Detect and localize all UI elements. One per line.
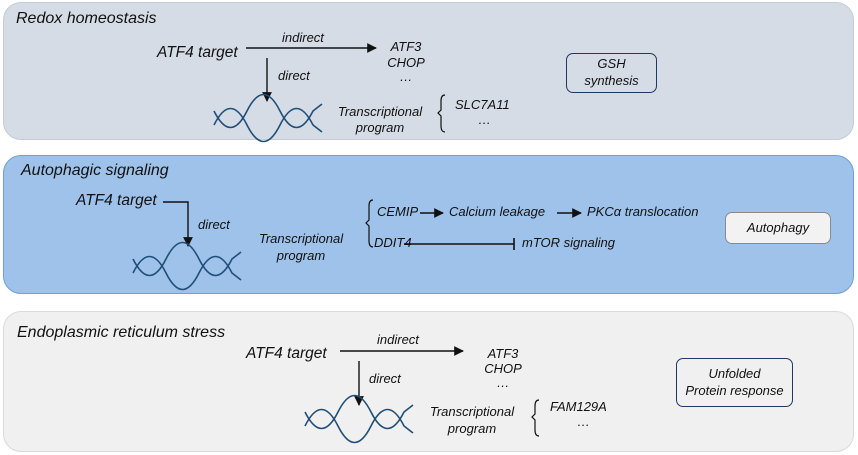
- outcome-line1: GSH: [597, 56, 626, 72]
- program-label-line1: Transcriptional: [258, 231, 344, 246]
- panel-title: Redox homeostasis: [16, 10, 157, 27]
- program-gene-fam129a: FAM129A: [550, 399, 607, 414]
- atf4-target-label: ATF4 target: [157, 44, 238, 61]
- indirect-label: indirect: [282, 30, 324, 45]
- mtor-signaling-label: mTOR signaling: [522, 235, 615, 250]
- program-bracket-1: [437, 94, 446, 133]
- outcome-line1: Unfolded: [708, 365, 761, 381]
- direct-label: direct: [278, 68, 310, 83]
- program-label-line1: Transcriptional: [337, 104, 423, 119]
- outcome-line2: Protein response: [685, 382, 784, 398]
- indirect-gene-atf3: ATF3: [487, 346, 519, 361]
- direct-arrow-2: [163, 201, 193, 247]
- indirect-gene-chop: CHOP: [484, 361, 522, 376]
- outcome-box-autophagy: Autophagy: [725, 212, 831, 244]
- atf4-target-label: ATF4 target: [246, 345, 327, 362]
- panel-title: Endoplasmic reticulum stress: [17, 324, 226, 341]
- program-label-line2: program: [355, 120, 405, 135]
- gene-ddit4: DDIT4: [374, 235, 412, 250]
- program-label-line2: program: [447, 421, 497, 436]
- panel-er-stress: [3, 311, 854, 452]
- calcium-leakage-label: Calcium leakage: [449, 204, 546, 219]
- panel-title: Autophagic signaling: [21, 162, 169, 179]
- panel-redox-homeostasis: [3, 2, 854, 140]
- atf4-target-label: ATF4 target: [76, 192, 157, 209]
- program-gene-more: …: [577, 414, 590, 429]
- direct-label: direct: [198, 217, 230, 232]
- program-gene-slc7a11: SLC7A11: [455, 97, 510, 112]
- indirect-gene-more: …: [496, 375, 510, 390]
- indirect-label: indirect: [377, 332, 419, 347]
- program-gene-more: …: [478, 112, 491, 127]
- panel-autophagic-signaling: [3, 155, 854, 294]
- indirect-gene-atf3: ATF3: [390, 39, 422, 54]
- gene-cemip: CEMIP: [377, 204, 419, 219]
- direct-label: direct: [369, 371, 401, 386]
- dna-helix-2: [132, 241, 242, 291]
- program-bracket-3: [531, 399, 540, 437]
- outcome-line2: synthesis: [584, 73, 639, 88]
- dna-helix-1: [213, 93, 323, 143]
- program-label-line1: Transcriptional: [429, 404, 515, 419]
- indirect-gene-more: …: [399, 69, 413, 84]
- program-label-line2: program: [276, 248, 326, 263]
- dna-helix-3: [304, 394, 414, 444]
- program-bracket-2: [365, 199, 374, 248]
- pkc-translocation-label: PKCα translocation: [587, 204, 699, 219]
- indirect-gene-chop: CHOP: [387, 55, 425, 70]
